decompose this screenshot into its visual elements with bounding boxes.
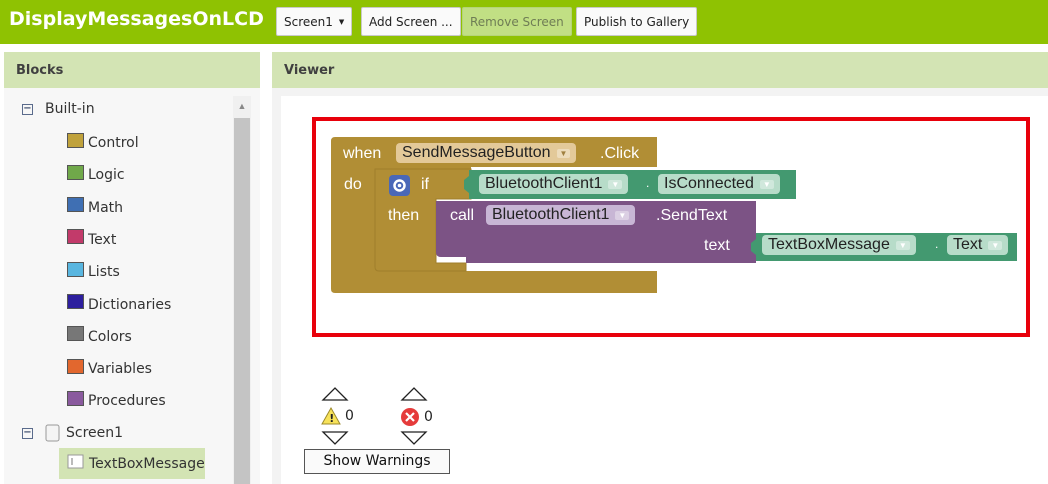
screen-icon — [45, 424, 60, 442]
collapse-icon[interactable]: − — [22, 426, 33, 439]
error-icon — [401, 408, 419, 426]
category-variables[interactable]: Variables — [67, 358, 152, 378]
chevron-down-icon: ▼ — [988, 240, 1003, 250]
publish-gallery-button[interactable]: Publish to Gallery — [576, 7, 698, 36]
event-component-dropdown[interactable]: SendMessageButton ▼ — [396, 143, 577, 163]
add-screen-button[interactable]: Add Screen ... — [361, 7, 461, 36]
category-label: Colors — [88, 328, 132, 345]
warning-prev-icon[interactable] — [321, 386, 349, 402]
call-method: .SendText — [656, 207, 728, 224]
remove-screen-button[interactable]: Remove Screen — [462, 7, 572, 36]
category-label: Control — [88, 135, 139, 151]
category-text[interactable]: Text — [67, 229, 117, 248]
blocks-panel-header: Blocks — [4, 52, 260, 88]
viewer-panel-header: Viewer — [272, 52, 1048, 88]
tree-builtin-label: Built-in — [45, 101, 95, 117]
category-label: Logic — [88, 167, 125, 184]
condition-property-label: IsConnected — [664, 175, 754, 192]
category-label: Dictionaries — [88, 296, 172, 313]
warning-next-icon[interactable] — [321, 430, 349, 446]
category-color-swatch — [67, 164, 84, 180]
category-label: Procedures — [88, 393, 166, 410]
arg-dot: . — [935, 237, 939, 251]
category-control[interactable]: Control — [67, 132, 139, 151]
tree-builtin[interactable]: − Built-in — [22, 101, 95, 117]
scroll-up-icon[interactable]: ▲ — [237, 101, 247, 111]
chevron-down-icon: ▼ — [759, 179, 774, 189]
chevron-down-icon: ▼ — [556, 148, 571, 158]
category-math[interactable]: Math — [67, 197, 124, 216]
category-color-swatch — [67, 294, 84, 309]
warning-count: 0 — [345, 408, 354, 424]
call-keyword: call — [450, 207, 475, 224]
then-keyword: then — [388, 207, 420, 224]
category-lists[interactable]: Lists — [67, 261, 120, 281]
error-counter: 0 — [400, 407, 433, 427]
chevron-down-icon: ▼ — [608, 179, 623, 189]
category-label: Variables — [88, 361, 152, 378]
tree-component-textboxmessage[interactable]: TextBoxMessage — [67, 454, 205, 472]
category-color-swatch — [67, 132, 84, 148]
error-prev-icon[interactable] — [400, 386, 428, 402]
category-color-swatch — [67, 390, 84, 406]
event-name: .Click — [600, 145, 640, 162]
arg-component-dropdown[interactable]: TextBoxMessage ▼ — [762, 235, 916, 255]
condition-component-label: BluetoothClient1 — [485, 175, 603, 192]
textbox-icon — [67, 454, 84, 469]
category-color-swatch — [67, 261, 84, 277]
warning-counter: ! 0 — [321, 407, 354, 425]
highlight-box — [312, 117, 1030, 337]
category-color-swatch — [67, 358, 84, 374]
collapse-icon[interactable]: − — [22, 102, 33, 115]
category-colors[interactable]: Colors — [67, 326, 132, 345]
blocks-panel — [4, 88, 260, 484]
call-component-dropdown[interactable]: BluetoothClient1 ▼ — [486, 205, 636, 225]
chevron-down-icon: ▼ — [895, 240, 910, 250]
category-label: Lists — [88, 264, 120, 281]
tree-screen1[interactable]: − Screen1 — [22, 424, 123, 442]
arg-component-label: TextBoxMessage — [768, 236, 890, 253]
tree-component-label: TextBoxMessage — [89, 456, 205, 472]
gear-icon[interactable] — [389, 175, 410, 196]
arg-property-label: Text — [953, 236, 983, 253]
event-component-label: SendMessageButton — [402, 144, 551, 161]
text-arg-label: text — [704, 237, 730, 254]
tree-screen1-label: Screen1 — [66, 425, 124, 441]
condition-dot: . — [646, 176, 650, 190]
chevron-down-icon: ▼ — [338, 17, 345, 26]
category-procedures[interactable]: Procedures — [67, 390, 166, 410]
screen-dropdown-label: Screen1 — [284, 14, 333, 29]
arg-property-dropdown[interactable]: Text ▼ — [947, 235, 1009, 255]
if-keyword: if — [421, 176, 429, 193]
category-label: Math — [88, 199, 124, 216]
do-keyword: do — [344, 176, 362, 193]
category-color-swatch — [67, 229, 84, 245]
project-title: DisplayMessagesOnLCD — [9, 8, 264, 30]
show-warnings-button[interactable]: Show Warnings — [304, 449, 450, 474]
condition-component-dropdown[interactable]: BluetoothClient1 ▼ — [479, 174, 629, 194]
category-color-swatch — [67, 197, 84, 213]
category-color-swatch — [67, 326, 84, 342]
error-count: 0 — [424, 409, 433, 425]
error-next-icon[interactable] — [400, 430, 428, 446]
category-dictionaries[interactable]: Dictionaries — [67, 294, 172, 313]
condition-property-dropdown[interactable]: IsConnected ▼ — [658, 174, 780, 194]
warning-icon: ! — [321, 407, 341, 425]
screen-dropdown[interactable]: Screen1 ▼ — [276, 7, 353, 36]
svg-text:!: ! — [329, 412, 334, 425]
category-label: Text — [88, 231, 117, 248]
when-keyword: when — [343, 145, 382, 162]
chevron-down-icon: ▼ — [615, 210, 630, 220]
scrollbar-thumb[interactable] — [234, 118, 250, 484]
call-component-label: BluetoothClient1 — [492, 206, 610, 223]
category-logic[interactable]: Logic — [67, 164, 125, 184]
